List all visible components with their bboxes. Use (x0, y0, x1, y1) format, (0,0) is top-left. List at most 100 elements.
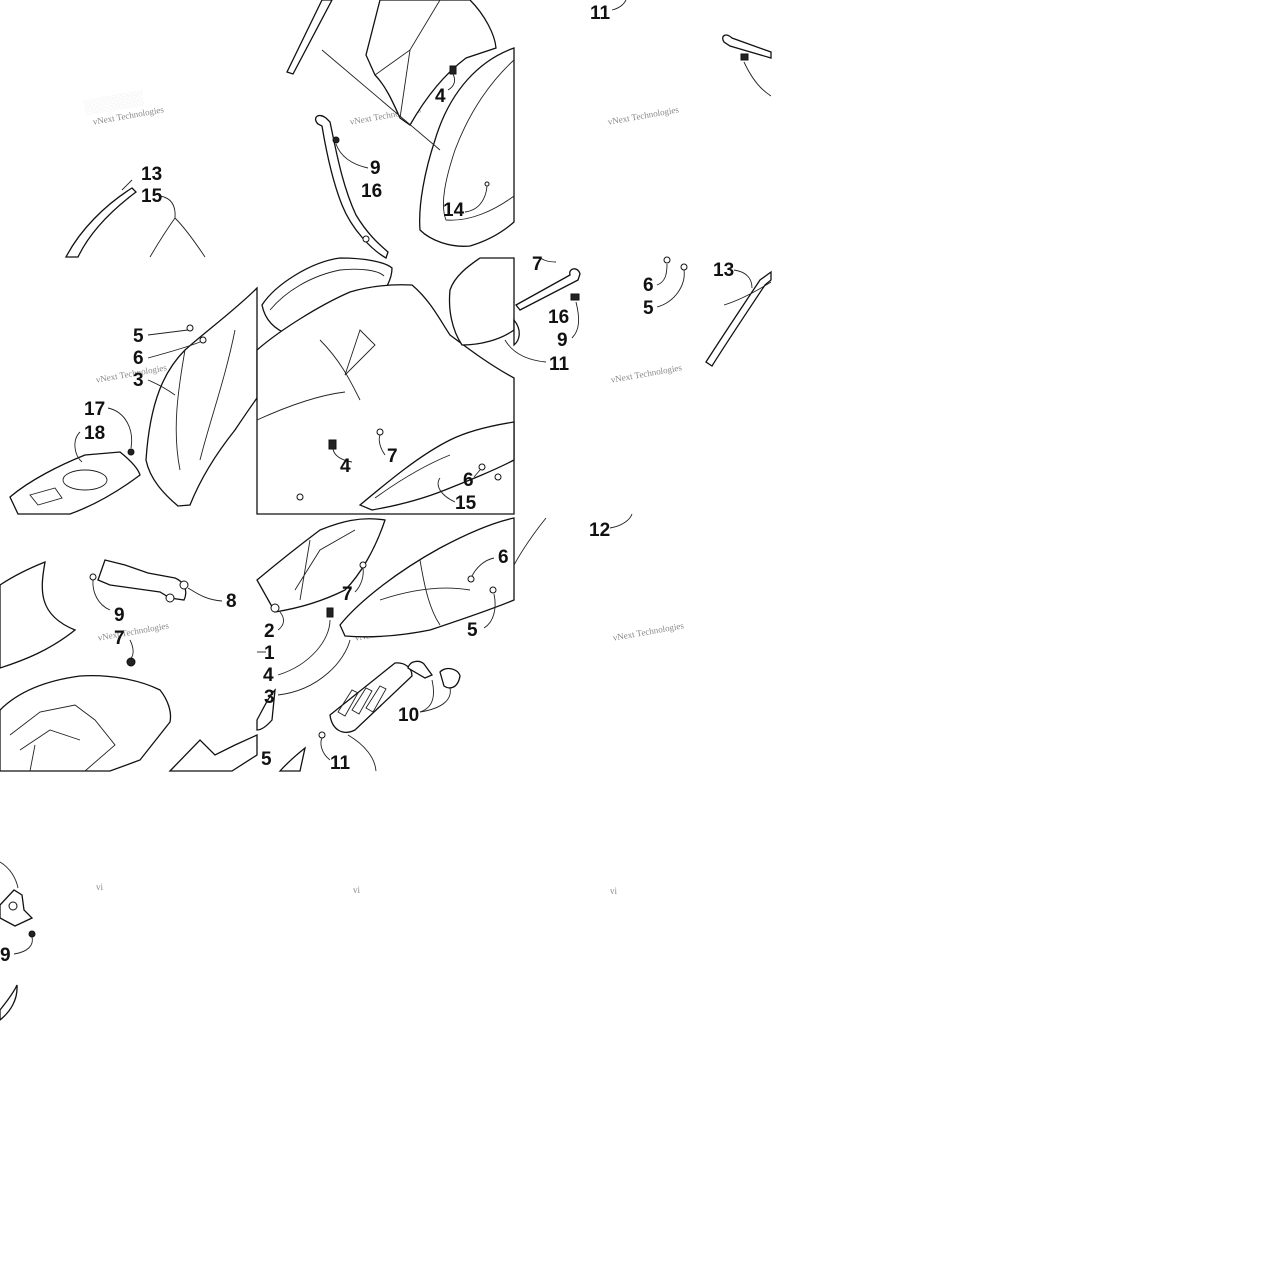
leader-line (656, 269, 685, 308)
leader-line (187, 587, 223, 602)
windshield-edge (64, 187, 137, 258)
callout-label: 6 (498, 547, 509, 568)
callout-label: 7 (532, 254, 543, 275)
side-fin (168, 733, 258, 772)
screw (186, 324, 194, 332)
leader-line (0, 861, 19, 889)
leader-line (121, 179, 133, 191)
callout-label: 15 (455, 493, 477, 514)
watermark: vNext Technologies (607, 104, 680, 126)
watermark-text: vNext Technologies (95, 362, 168, 384)
callout-label: 11 (549, 354, 570, 375)
cowl-panel-edge (149, 217, 206, 258)
washer (270, 603, 280, 613)
callout-label: 16 (361, 181, 382, 202)
watermark: vNext Technologies (610, 362, 683, 384)
leader-line (419, 679, 434, 713)
screw (318, 731, 326, 739)
latch (407, 660, 434, 679)
watermark-fragment: vi (610, 886, 618, 896)
latch-hole (8, 901, 18, 911)
tile-r1c2-parts (504, 256, 772, 367)
callout-label: 5 (643, 298, 654, 319)
leader-line (147, 341, 201, 359)
bracket-hole (165, 593, 175, 603)
front-hood (419, 47, 515, 247)
callout-label: 10 (398, 705, 419, 726)
leader-line (437, 477, 456, 503)
rear-panel (513, 318, 520, 347)
console-bin (261, 257, 393, 336)
washer (467, 575, 475, 583)
callout-label: 6 (463, 470, 474, 491)
watermark: ░░░░░░ vNext Technologies (83, 90, 165, 127)
tile-r2c0-parts (0, 559, 258, 772)
grommet (362, 235, 370, 243)
body-detail (256, 329, 376, 421)
watermark-text: vNext Technologies (612, 620, 685, 642)
leader-line (504, 339, 547, 363)
lower-panel-right (339, 517, 515, 638)
vent-plate (329, 662, 413, 733)
leader-line (159, 195, 176, 219)
lower-panel-right-inner (379, 559, 471, 626)
tile-r1c1-parts (256, 257, 515, 515)
tile-r0c1-parts (286, 0, 515, 259)
rear-deck (448, 257, 515, 346)
leader-line (656, 263, 668, 286)
callout-label: 11 (590, 3, 611, 24)
callout-label: 4 (263, 665, 274, 686)
upper-fairing-inner (374, 0, 441, 119)
side-shield-inner (374, 454, 451, 499)
windshield-strip (286, 0, 333, 75)
side-panel-inner (175, 329, 236, 471)
callout-label: 8 (226, 591, 237, 612)
clip (326, 607, 334, 618)
watermark-fragment: vi (96, 882, 104, 892)
leader-line (447, 73, 456, 91)
vent-slot (337, 689, 359, 717)
leader-line (332, 448, 353, 463)
watermark: vNext Technologies (97, 620, 170, 642)
watermark: vNext Technologies (95, 362, 168, 384)
grommet (570, 293, 580, 301)
leader-line (92, 579, 111, 611)
seat-base-frame (9, 704, 116, 772)
leader-line (609, 513, 633, 529)
clip (328, 439, 337, 450)
callout-label: 7 (387, 446, 398, 467)
callout-label: 11 (330, 753, 351, 774)
tile-r2c2-parts (513, 513, 633, 566)
watermark-fragment: vi (353, 885, 361, 895)
side-shield (358, 421, 515, 511)
leader-line (419, 687, 451, 713)
leader-line (611, 0, 627, 11)
watermark-text: vNext Technologies (610, 362, 683, 384)
side-panel (145, 286, 258, 507)
callout-label: 13 (713, 260, 734, 281)
leader-line (571, 301, 580, 339)
screw (376, 428, 384, 436)
lower-panel-left (256, 518, 386, 613)
leader-line (483, 593, 496, 629)
callout-label: 3 (133, 370, 144, 391)
floor-tray (9, 451, 141, 515)
tile-r1c0-parts (9, 286, 258, 515)
leader-line (277, 619, 331, 676)
washer (663, 256, 671, 264)
callout-label: 9 (0, 945, 11, 966)
leader-line (129, 639, 134, 659)
callout-label: 13 (141, 164, 162, 185)
nut (28, 930, 36, 938)
nut (126, 657, 136, 667)
screw (680, 263, 688, 271)
leader-line (13, 936, 33, 955)
leader-line (147, 379, 176, 396)
leader-line (107, 407, 133, 449)
rear-rod (515, 268, 581, 311)
bracket-hole (179, 580, 189, 590)
latch (439, 667, 461, 689)
callout-labels: 13 15 4 9 16 14 11 5 6 3 17 18 4 7 6 15 … (0, 3, 734, 966)
rear-rod (722, 34, 772, 59)
